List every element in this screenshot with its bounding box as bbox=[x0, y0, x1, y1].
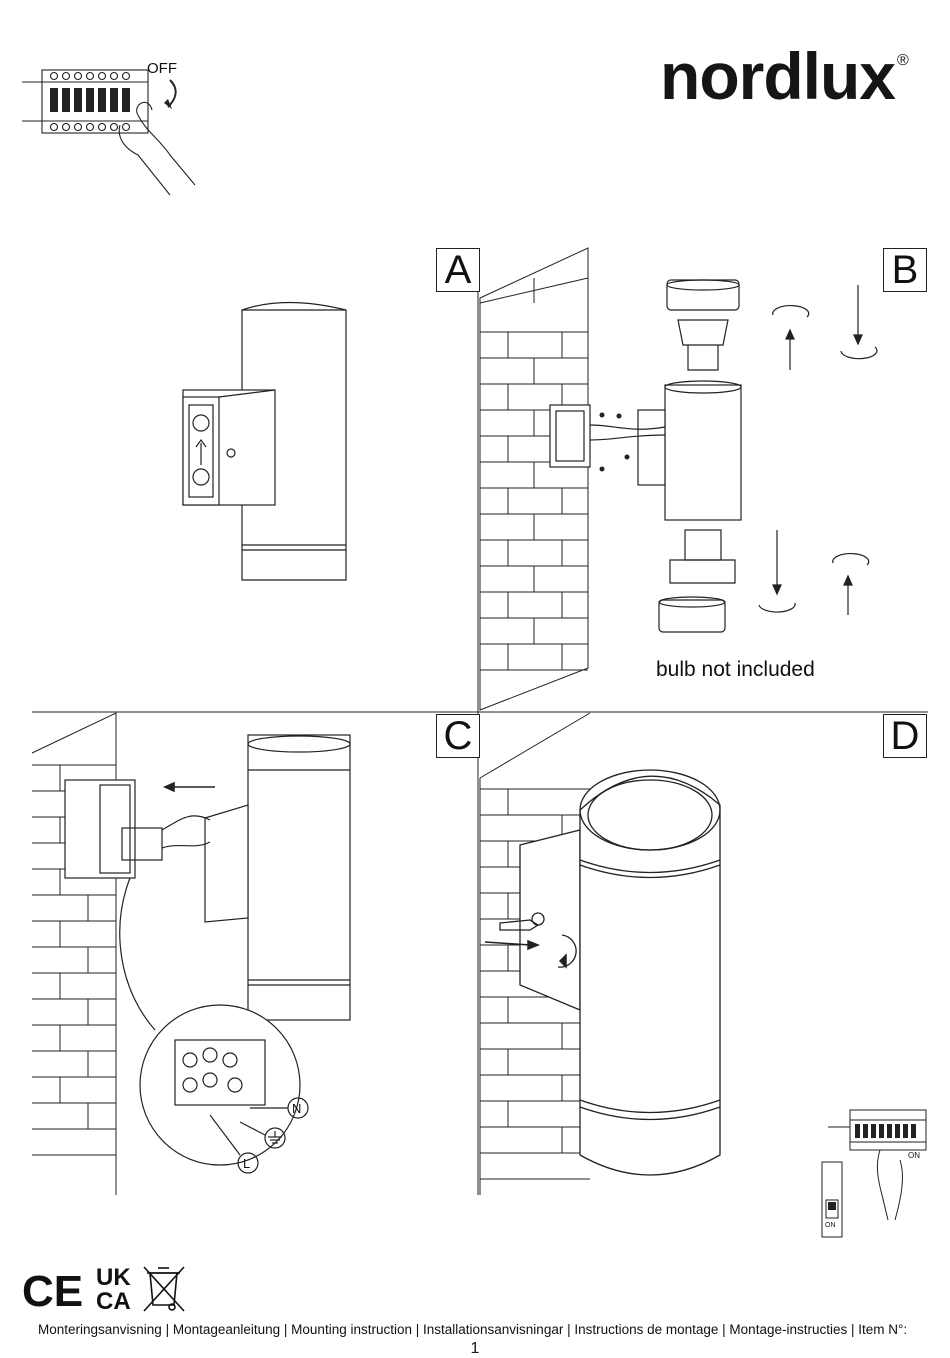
on-label-panel: ON bbox=[908, 1151, 920, 1160]
ce-mark: CE bbox=[22, 1267, 83, 1316]
bulb-not-included-note: bulb not included bbox=[656, 658, 815, 682]
neutral-label: N bbox=[292, 1101, 301, 1116]
step-a-label: A bbox=[436, 248, 480, 292]
breaker-on-illustration: ON ON bbox=[820, 1105, 930, 1245]
ukca-mark-top: UK bbox=[96, 1264, 131, 1291]
step-b-exploded-lamp bbox=[545, 275, 890, 645]
step-c-wiring-illustration: N L bbox=[60, 730, 360, 1180]
ukca-mark-bottom: CA bbox=[96, 1288, 131, 1315]
weee-bin-icon bbox=[144, 1267, 184, 1311]
certification-marks: CE UK CA bbox=[22, 1263, 187, 1313]
page-number: 1 bbox=[0, 1340, 950, 1358]
instruction-titles: Monteringsanvisning | Montageanleitung |… bbox=[0, 1322, 950, 1337]
step-a-lamp-illustration bbox=[175, 295, 365, 595]
step-c-label: C bbox=[436, 714, 480, 758]
live-label: L bbox=[243, 1156, 250, 1171]
step-d-label: D bbox=[883, 714, 927, 758]
step-d-mounted-lamp bbox=[480, 745, 740, 1185]
on-label-breaker: ON bbox=[825, 1222, 836, 1229]
